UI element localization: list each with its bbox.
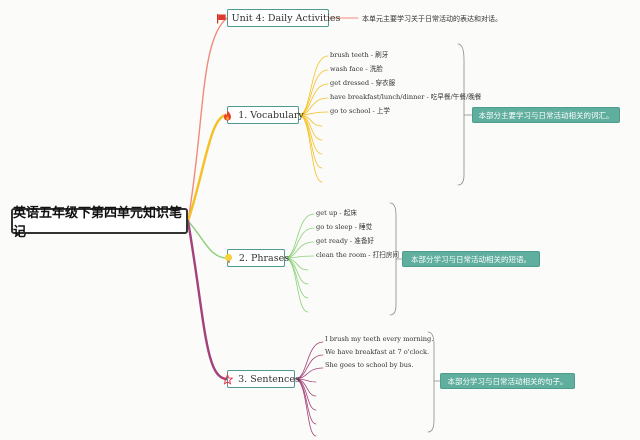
vocab-leaf-connector [298,114,323,169]
phrases-summary[interactable]: 本部分学习与日常活动相关的短语。 [402,251,540,267]
phrase-item: get up - 起床 [316,209,357,217]
vocab-leaf-connector [298,97,329,116]
vocab-item: have breakfast/lunch/dinner - 吃早餐/午餐/晚餐 [330,93,482,101]
root-title: 英语五年级下第四单元知识笔记 [13,206,183,240]
unit-note: 本单元主要学习关于日常活动的表达和对话。 [362,15,502,23]
topic-phrases-node[interactable]: 2. Phrases [224,249,289,267]
flag-icon [216,13,227,24]
topic-phrases-label: 2. Phrases [238,252,290,264]
vocab-leaf-connector [298,114,323,183]
vocab-leaf-connector [298,55,329,116]
sentence-item: I brush my teeth every morning. [325,335,434,343]
vocab-item: wash face - 洗脸 [330,65,383,73]
phrases-bracket [389,202,397,316]
sentence-leaf-connector [294,378,317,437]
vocab-item: get dressed - 穿衣服 [330,79,396,87]
phrase-item: go to sleep - 睡觉 [316,223,373,231]
vocab-leaf-connector [298,83,329,116]
sentence-item: We have breakfast at 7 o'clock. [325,348,430,356]
sentence-leaf-connector [294,341,324,380]
vocab-item: go to school - 上学 [330,107,390,115]
root-node[interactable]: 英语五年级下第四单元知识笔记 [11,206,188,240]
phrase-item: get ready - 准备好 [316,237,375,245]
vocab-item: brush teeth - 刷牙 [330,51,389,59]
phrase-leaf-connector [284,227,315,259]
bulb-icon [223,253,234,264]
phrase-leaf-connector [284,257,309,313]
topic-sentences-label: 3. Sentences [238,373,300,385]
topic-vocabulary-node[interactable]: 1. Vocabulary [224,106,304,124]
topic-vocabulary-label: 1. Vocabulary [238,109,304,121]
vocab-leaf-connector [298,69,329,116]
topic-unit-label: Unit 4: Daily Activities [231,12,341,24]
flame-icon [222,110,233,121]
topic-sentences-node[interactable]: 3. Sentences [222,370,300,388]
sentences-summary[interactable]: 本部分学习与日常活动相关的句子。 [440,373,575,389]
sentence-leaf-connector [294,354,324,380]
phrase-item: clean the room - 打扫房间 [316,251,400,259]
branch-sentences [186,219,229,381]
sentences-bracket [427,331,435,433]
vocabulary-summary[interactable]: 本部分主要学习与日常活动相关的词汇。 [472,107,620,123]
phrase-leaf-connector [284,213,315,259]
topic-unit-node[interactable]: Unit 4: Daily Activities [216,9,340,27]
branch-phrases [187,220,228,259]
star-icon [222,373,234,385]
phrase-leaf-connector [284,241,315,259]
branch-vocabulary [186,113,229,223]
vocabulary-bracket [457,43,465,186]
branch-unit [187,17,228,222]
sentence-item: She goes to school by bus. [325,361,414,369]
